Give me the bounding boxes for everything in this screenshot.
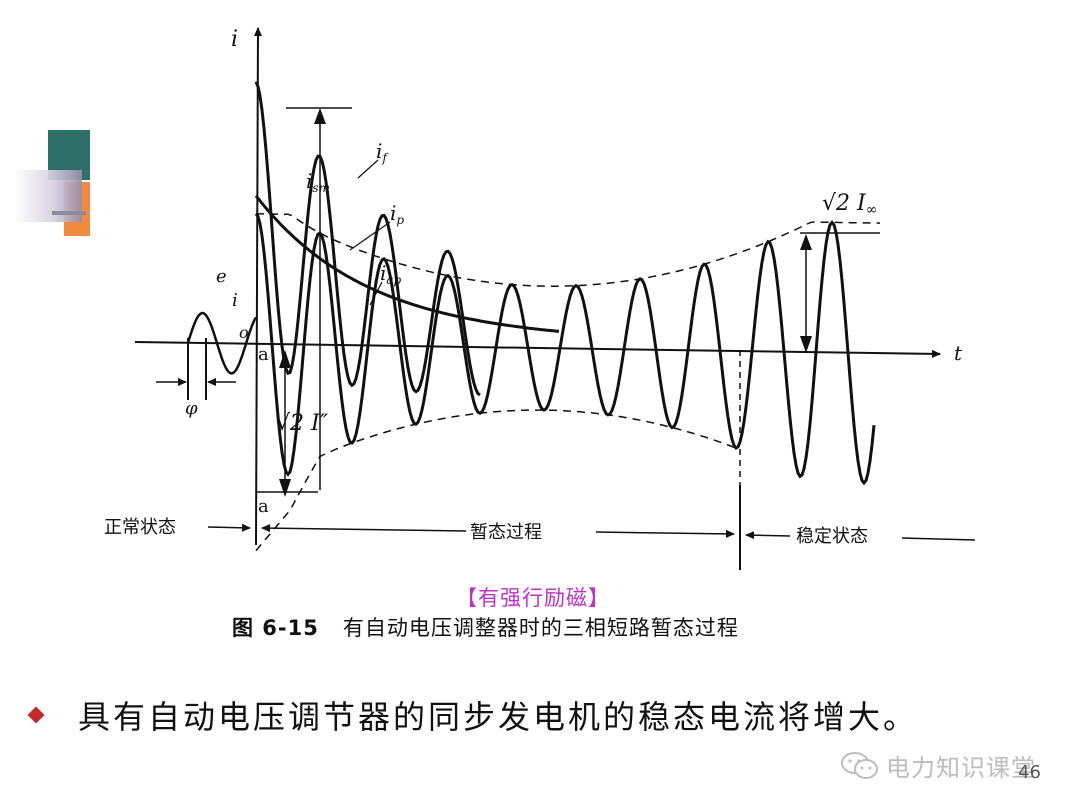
figure-title: 有自动电压调整器时的三相短路暂态过程 [342, 616, 739, 640]
phase-timeline-transient-right [595, 529, 735, 538]
bullet-text: 具有自动电压调节器的同步发电机的稳态电流将增大。 [78, 698, 919, 736]
phase-steady-label: 稳定状态 [796, 526, 868, 547]
phase-timeline-transient-left [261, 524, 467, 533]
phase-timeline-steady-left [745, 531, 791, 540]
origin-label: o [239, 323, 249, 342]
forced-excitation-tag: 【有强行励磁】 [456, 586, 610, 610]
ism-label: ism [306, 169, 330, 195]
periodic-current-curve [254, 212, 876, 486]
page-number: 46 [1018, 762, 1041, 783]
ism-arrow-head [314, 108, 326, 124]
iap-leader [369, 281, 383, 306]
time-axis-label: t [954, 341, 963, 365]
sqrt2-Iinf-label: √2 I∞ [822, 191, 877, 218]
total-current-curve [254, 81, 481, 397]
sqrt2-Ipp-arrow-up [279, 350, 291, 368]
watermark: 电力知识课堂 [840, 748, 1036, 783]
current-axis [253, 27, 262, 546]
voltage-label: e [216, 266, 227, 287]
ip-label: ip [390, 201, 404, 227]
sqrt2-Ipp-arrow-down [279, 479, 291, 497]
sqrt2-Ipp-label: √2 I″ [276, 411, 329, 436]
if-label: if [376, 139, 389, 165]
iap-label: iap [380, 261, 402, 287]
phase-normal-label: 正常状态 [104, 517, 176, 538]
short-circuit-transient-diagram: i t o a a e i φ ism if ip iap √2 I″ √2 I… [104, 27, 976, 570]
figure-caption: 图 6-15 有自动电压调整器时的三相短路暂态过程 [232, 612, 739, 642]
phi-label: φ [185, 398, 198, 419]
sqrt2-Iinf-arrow-down [800, 336, 812, 353]
phase-transient-label: 暂态过程 [470, 522, 542, 543]
figure-number: 图 6-15 [232, 616, 319, 640]
a-top-label: a [258, 344, 269, 365]
sqrt2-Iinf-arrow-up [800, 234, 812, 250]
watermark-text: 电力知识课堂 [886, 754, 1036, 782]
a-bottom-label: a [258, 496, 269, 517]
slide-decoration-bar [52, 211, 86, 215]
wechat-icon [841, 751, 878, 779]
phase-timeline-steady-right [901, 537, 976, 541]
ip-leader [349, 221, 391, 251]
lower-envelope [255, 409, 741, 552]
pre-fault-current-label: i [232, 290, 238, 311]
bullet-point: 具有自动电压调节器的同步发电机的稳态电流将增大。 [26, 692, 918, 738]
if-leader [357, 159, 379, 179]
bullet-diamond-icon [27, 706, 45, 724]
upper-envelope [255, 213, 881, 287]
phase-timeline [207, 523, 251, 532]
aperiodic-current-curve [254, 194, 560, 333]
pre-fault-current-curve [186, 311, 258, 375]
current-axis-label: i [231, 27, 238, 52]
